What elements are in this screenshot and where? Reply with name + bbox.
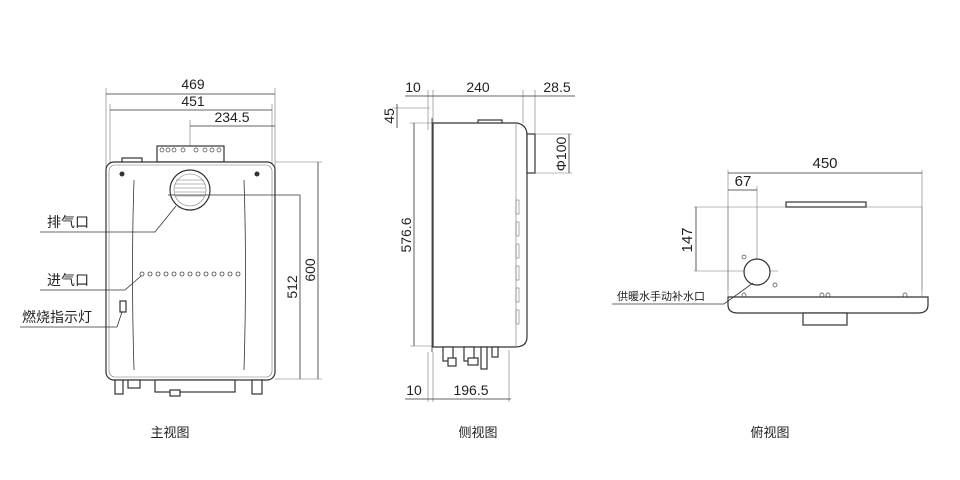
bottom-screws (741, 254, 908, 298)
bracket-holes (159, 147, 222, 153)
dim-28-5: 28.5 (543, 79, 570, 95)
dim-512: 512 (284, 275, 300, 299)
leader-exhaust (40, 205, 177, 233)
front-view: 469 451 234.5 512 600 排气口 (20, 76, 322, 441)
caption-front-view: 主视图 (150, 426, 189, 441)
leader-intake (40, 275, 142, 291)
dim-576-6: 576.6 (398, 217, 414, 252)
dim-600: 600 (302, 258, 318, 282)
intake-holes (139, 271, 241, 277)
vent-pipe (526, 133, 536, 174)
side-vents (515, 199, 520, 325)
screw-icon (119, 171, 125, 177)
dim-67: 67 (735, 173, 752, 190)
caption-side-view: 侧视图 (458, 426, 497, 441)
dim-45: 45 (381, 108, 397, 124)
dim-phi100: Φ100 (553, 137, 569, 172)
label-exhaust: 排气口 (47, 215, 89, 231)
label-indicator: 燃烧指示灯 (22, 309, 92, 326)
top-cap (785, 201, 867, 208)
leader-indicator (20, 311, 123, 328)
dim-196-5: 196.5 (453, 382, 488, 398)
side-view: 10 240 28.5 45 576.6 Φ100 10 196.5 侧视图 (381, 79, 575, 441)
dim-240: 240 (466, 79, 490, 95)
label-refill-port: 供暖水手动补水口 (617, 289, 705, 303)
dim-234-5: 234.5 (214, 109, 249, 125)
leader-refill-port (612, 282, 754, 305)
caption-top-view: 俯视图 (750, 425, 789, 441)
side-body (432, 122, 528, 348)
top-bracket (802, 312, 848, 326)
label-intake: 进气口 (47, 273, 89, 289)
indicator-lamp (119, 300, 127, 313)
dim-bottom-10: 10 (406, 382, 422, 398)
top-view: 450 67 147 供暖水手动补水口 俯视图 (612, 155, 929, 441)
top-body-front (727, 296, 929, 314)
bottom-fittings (114, 379, 263, 397)
dim-451: 451 (181, 93, 205, 109)
dim-147: 147 (679, 227, 696, 252)
refill-port (743, 258, 771, 286)
dim-469: 469 (181, 76, 205, 92)
dim-450: 450 (812, 155, 837, 172)
bottom-fittings (442, 346, 499, 370)
exhaust-vent (169, 169, 211, 211)
dim-top-10: 10 (405, 79, 421, 95)
screw-icon (254, 171, 260, 177)
